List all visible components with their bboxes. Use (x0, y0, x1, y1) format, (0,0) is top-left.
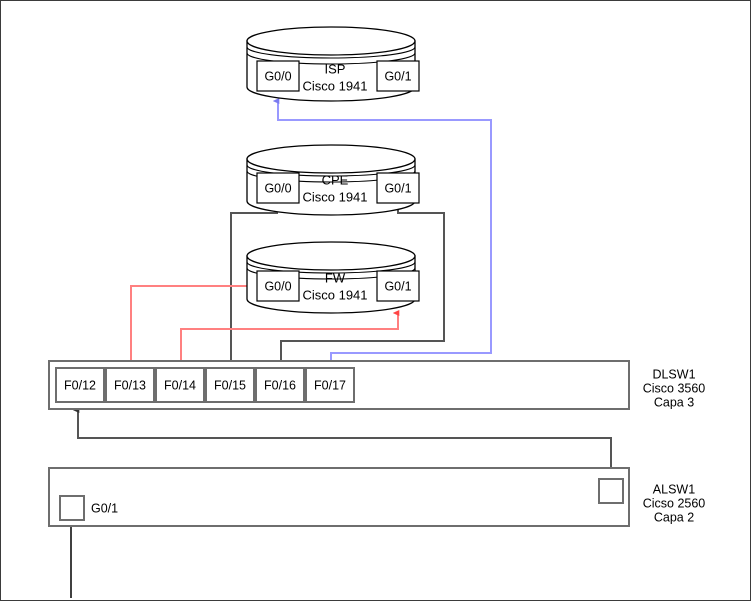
device-switch-dlsw1[interactable]: F0/12 F0/13 F0/14 F0/15 F0/16 F0/17 (48, 360, 630, 410)
cpe-model-label: Cisco 1941 (302, 189, 367, 204)
device-router-fw[interactable]: G0/0 G0/1 FW Cisco 1941 (246, 241, 420, 314)
cpe-port-g01-label: G0/1 (384, 181, 411, 195)
alsw1-layer-label: Capa 2 (654, 510, 694, 524)
dlsw1-annotation: DLSW1 Cisco 3560 Capa 3 (643, 367, 706, 409)
dlsw1-port-f013-label: F0/13 (114, 378, 146, 392)
fw-model-label: Cisco 1941 (302, 287, 367, 302)
link-dlsw1-f014-to-fw-g01 (180, 310, 400, 368)
isp-port-g01-label: G0/1 (384, 69, 411, 83)
isp-port-g00-box[interactable] (256, 60, 300, 92)
dlsw1-port-f015-label: F0/15 (214, 378, 246, 392)
device-switch-alsw1[interactable]: G0/1 (48, 467, 630, 527)
fw-port-g01-label: G0/1 (384, 279, 411, 293)
link-dlsw1-f017-to-isp (272, 98, 492, 368)
dlsw1-port-f012-box[interactable] (55, 367, 105, 403)
link-alsw1-to-dlsw1-f012 (72, 407, 612, 479)
dlsw1-port-f013-box[interactable] (105, 367, 155, 403)
isp-port-g01-box[interactable] (376, 60, 420, 92)
fw-port-g00-label: G0/0 (264, 279, 291, 293)
dlsw1-port-f014-label: F0/14 (164, 378, 196, 392)
device-router-cpe[interactable]: G0/0 G0/1 CPE Cisco 1941 (246, 144, 420, 216)
alsw1-model-label: Cicso 2560 (643, 496, 706, 510)
dlsw1-port-f012-label: F0/12 (64, 378, 96, 392)
fw-port-g01-box[interactable] (376, 270, 420, 302)
link-dlsw1-f013-to-fw-g00 (130, 285, 253, 368)
dlsw1-port-f017-label: F0/17 (314, 378, 346, 392)
alsw1-uplink-port-box[interactable] (598, 478, 624, 504)
dlsw1-model-label: Cisco 3560 (643, 381, 706, 395)
isp-port-g00-label: G0/0 (264, 69, 291, 83)
fw-port-g00-box[interactable] (256, 270, 300, 302)
cpe-port-g00-label: G0/0 (264, 181, 291, 195)
dlsw1-port-f015-box[interactable] (205, 367, 255, 403)
isp-name-label: ISP (325, 61, 346, 76)
cpe-port-g00-box[interactable] (256, 172, 300, 204)
dlsw1-port-f017-box[interactable] (305, 367, 355, 403)
cpe-port-g01-box[interactable] (376, 172, 420, 204)
alsw1-annotation: ALSW1 Cicso 2560 Capa 2 (643, 482, 706, 524)
dlsw1-layer-label: Capa 3 (654, 395, 694, 409)
link-dlsw1-f016-to-cpe-g01 (280, 199, 445, 368)
alsw1-port-g01-label: G0/1 (91, 501, 118, 515)
dlsw1-port-f016-label: F0/16 (264, 378, 296, 392)
fw-name-label: FW (325, 270, 346, 285)
dlsw1-port-f014-box[interactable] (155, 367, 205, 403)
alsw1-chassis[interactable] (48, 467, 630, 527)
isp-model-label: Cisco 1941 (302, 78, 367, 93)
dlsw1-port-f016-box[interactable] (255, 367, 305, 403)
alsw1-name-label: ALSW1 (653, 482, 695, 496)
cpe-name-label: CPE (322, 172, 349, 187)
dlsw1-name-label: DLSW1 (652, 367, 695, 381)
alsw1-port-g01-box[interactable] (59, 495, 85, 521)
device-router-isp[interactable]: G0/0 G0/1 ISP Cisco 1941 (246, 26, 420, 102)
